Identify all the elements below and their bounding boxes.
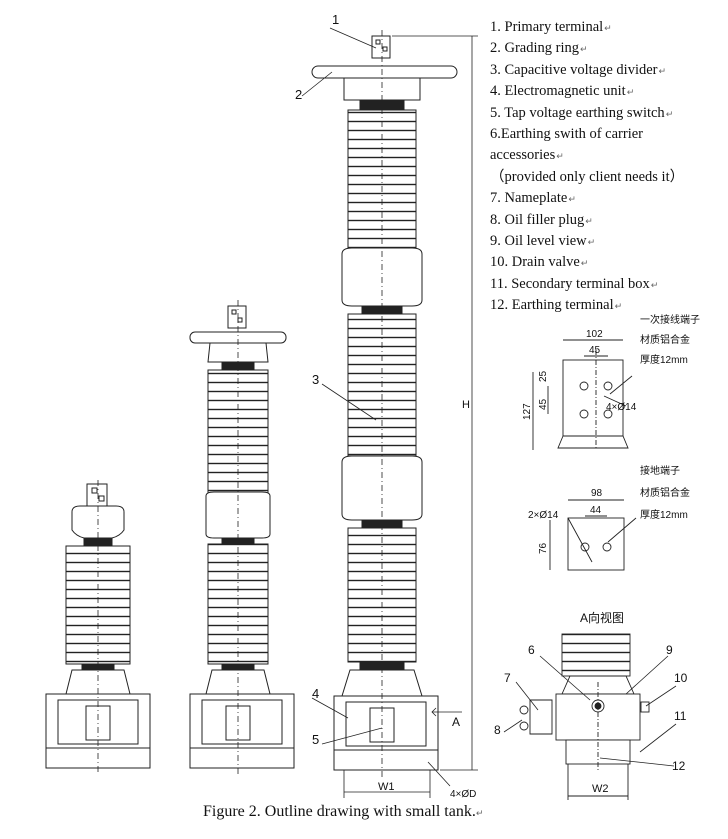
callout-10: 10	[674, 671, 688, 685]
cvt-unit-small	[45, 480, 151, 775]
legend-item-2: 2. Grading ring↵	[490, 40, 588, 57]
view-a-title: A向视图	[580, 610, 624, 625]
cvt-unit-medium	[189, 300, 295, 775]
legend-item-1: 1. Primary terminal↵	[490, 19, 612, 35]
callout-11: 11	[674, 709, 687, 723]
height-label: H	[462, 399, 470, 411]
callout-5: 5	[312, 732, 319, 747]
et-note-2: 材质铝合金	[640, 486, 690, 499]
view-a-drawing	[519, 633, 650, 800]
callout-leaders	[301, 27, 383, 745]
w2-label: W2	[592, 783, 609, 795]
parts-legend: 1. Primary terminal↵ 2. Grading ring↵ 3.…	[490, 18, 726, 318]
pt-height: 127	[522, 403, 533, 420]
insulator-small	[65, 545, 131, 665]
pt-v2: 45	[538, 398, 549, 410]
pt-holes: 4×Ø14	[606, 402, 637, 413]
pt-width: 102	[586, 329, 603, 340]
view-arrow-label: A	[452, 715, 460, 729]
top-cap-tall	[343, 77, 421, 101]
height-dimension	[392, 35, 478, 771]
et-note-1: 接地端子	[640, 464, 680, 477]
legend-item-4: 4. Electromagnetic unit↵	[490, 83, 635, 100]
callout-2: 2	[295, 87, 302, 102]
callout-4: 4	[312, 686, 319, 701]
et-width: 98	[591, 488, 603, 499]
figure-caption: Figure 2. Outline drawing with small tan…	[203, 803, 484, 820]
callout-1: 1	[332, 12, 339, 27]
earthing-terminal-detail	[549, 499, 637, 571]
legend-item-6-cont: accessories↵	[490, 147, 564, 164]
et-spacing: 44	[590, 505, 602, 516]
callout-3: 3	[312, 372, 319, 387]
w1-label: W1	[378, 781, 395, 793]
callout-12: 12	[672, 759, 686, 773]
legend-item-6-note: （provided only client needs it）	[490, 168, 685, 185]
legend-item-6: 6.Earthing swith of carrier	[490, 126, 644, 143]
grading-ring-tall	[311, 65, 458, 79]
base-tall	[333, 749, 439, 771]
legend-item-3: 3. Capacitive voltage divider↵	[490, 61, 667, 78]
cvt-unit-tall	[311, 30, 458, 780]
legend-item-7: 7. Nameplate↵	[490, 190, 576, 207]
primary-terminal-small	[86, 483, 108, 507]
pt-note-3: 厚度12mm	[640, 353, 688, 366]
holes-label: 4×ØD	[450, 789, 476, 800]
primary-terminal-medium	[227, 305, 247, 329]
pt-note-2: 材质铝合金	[640, 333, 690, 346]
callout-9: 9	[666, 643, 673, 657]
intermediate-flange-medium	[205, 491, 271, 539]
legend-item-8: 8. Oil filler plug↵	[490, 211, 593, 228]
et-note-3: 厚度12mm	[640, 508, 688, 521]
legend-item-10: 10. Drain valve↵	[490, 254, 589, 271]
et-holes: 2×Ø14	[528, 510, 559, 521]
legend-item-5: 5. Tap voltage earthing switch↵	[490, 104, 674, 121]
w1-dimension	[343, 707, 462, 798]
primary-terminal-detail	[532, 339, 633, 450]
callout-8: 8	[494, 723, 501, 737]
pt-spacing: 45	[589, 345, 601, 356]
pt-v1: 25	[538, 370, 549, 382]
legend-item-11: 11. Secondary terminal box↵	[490, 275, 659, 292]
et-height: 76	[538, 542, 549, 554]
base-medium	[189, 747, 295, 769]
pt-note-1: 一次接线端子	[640, 313, 700, 326]
legend-item-9: 9. Oil level view↵	[490, 233, 596, 250]
legend-item-12: 12. Earthing terminal↵	[490, 297, 623, 314]
view-a-leaders	[503, 655, 677, 767]
callout-6: 6	[528, 643, 535, 657]
callout-7: 7	[504, 671, 511, 685]
